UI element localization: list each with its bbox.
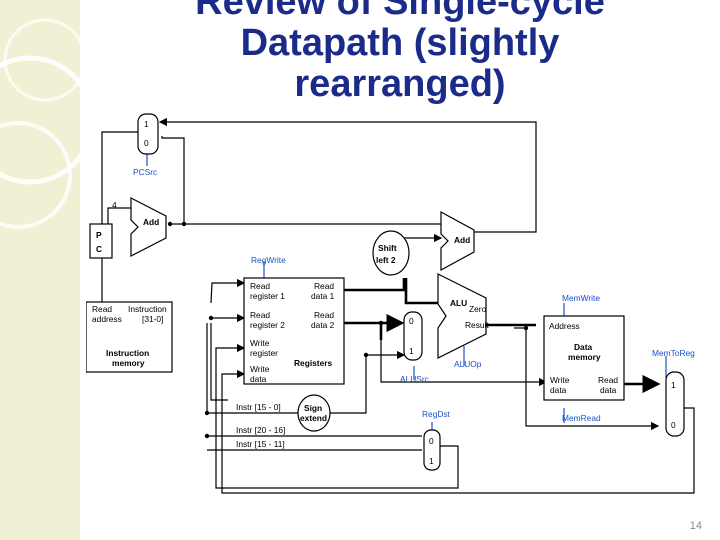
imem-instruction-2: [31-0] — [142, 314, 163, 324]
memwrite-label: MemWrite — [562, 293, 600, 303]
imem-title-2: memory — [112, 358, 145, 368]
sign-extend-label-2: extend — [300, 413, 327, 423]
shift-label-2: left 2 — [376, 255, 396, 265]
slide-title: Review of Single-cycle Datapath (slightl… — [80, 0, 720, 105]
memread-label: MemRead — [562, 413, 601, 423]
pc-adder-label: Add — [143, 217, 159, 227]
reg-rr1-1: Read — [250, 281, 270, 291]
reg-wd-1: Write — [250, 364, 270, 374]
regdst-input-0: 0 — [429, 436, 434, 446]
imem-read-address-1: Read — [92, 304, 112, 314]
alu: ALU Zero Result ALUOp — [437, 273, 489, 369]
memtoreg-input-0: 0 — [671, 420, 676, 430]
dmem-rd-2: data — [600, 385, 617, 395]
pc-label-1: P — [96, 230, 102, 240]
registers-title: Registers — [294, 358, 333, 368]
instr-rd-field: Instr [15 - 11] — [236, 439, 285, 449]
alu-label: ALU — [450, 298, 467, 308]
sign-extend: Sign extend — [297, 394, 331, 432]
alu-result: Result — [465, 320, 489, 330]
pc-adder-const: 4 — [112, 200, 117, 210]
dmem-rd-1: Read — [598, 375, 618, 385]
memtoreg-label: MemToReg — [652, 348, 695, 358]
sidebar-decoration — [0, 0, 80, 540]
reg-rd2-2: data 2 — [311, 320, 335, 330]
regwrite-label: RegWrite — [251, 255, 286, 265]
shift-label-1: Shift — [378, 243, 397, 253]
imem-read-address-2: address — [92, 314, 122, 324]
alusrc-mux-input-0: 0 — [409, 316, 414, 326]
shift-left-2: Shift left 2 — [372, 230, 410, 276]
instruction-memory: Read address Instruction [31-0] Instruct… — [86, 301, 173, 373]
alu-zero: Zero — [469, 304, 487, 314]
instr-rt-field: Instr [20 - 16] — [236, 425, 285, 435]
thin-wires — [101, 117, 695, 494]
regdst-input-1: 1 — [429, 456, 434, 466]
dmem-title-2: memory — [568, 352, 601, 362]
reg-wr-2: register — [250, 348, 278, 358]
branch-adder-label: Add — [454, 235, 470, 245]
wire-pcmux-to-pc — [101, 131, 147, 224]
decorative-arcs — [0, 18, 80, 229]
pc-mux-input-1: 1 — [144, 119, 149, 129]
page-number: 14 — [689, 520, 702, 532]
alusrc-mux-input-1: 1 — [409, 346, 414, 356]
title-line-1: Review of Single-cycle — [195, 0, 605, 23]
reg-wd-2: data — [250, 374, 267, 384]
dmem-address: Address — [549, 321, 580, 331]
reg-rr1-2: register 1 — [250, 291, 285, 301]
data-memory: MemWrite Address Data memory Write data … — [543, 293, 625, 423]
memtoreg-mux: MemToReg 1 0 — [652, 348, 695, 437]
imem-instruction-1: Instruction — [128, 304, 167, 314]
pc-mux: 1 0 PCSrc — [133, 113, 159, 177]
alusrc-label: ALUSrc — [400, 374, 429, 384]
wire-pc-to-adder — [107, 207, 131, 224]
title-line-3: rearranged) — [294, 63, 506, 105]
pc-mux-input-0: 0 — [144, 138, 149, 148]
imem-title-1: Instruction — [106, 348, 149, 358]
datapath-svg: 1 0 PCSrc P C Add 4 Shift left 2 Add Rea… — [86, 113, 695, 494]
dmem-wd-2: data — [550, 385, 567, 395]
pc-src-label: PCSrc — [133, 167, 157, 177]
pc-label-2: C — [96, 244, 102, 254]
regdst-label: RegDst — [422, 409, 451, 419]
pc-adder: Add 4 — [112, 197, 167, 257]
register-file: RegWrite Read register 1 Read data 1 Rea… — [243, 255, 345, 385]
wire-branch-to-pcmux — [158, 117, 537, 233]
datapath-diagram: 1 0 PCSrc P C Add 4 Shift left 2 Add Rea… — [86, 108, 720, 500]
reg-rd1-1: Read — [314, 281, 334, 291]
wire-junctions — [167, 221, 529, 439]
title-line-2: Datapath (slightly — [240, 22, 560, 64]
program-counter: P C — [89, 223, 113, 259]
reg-rd1-2: data 1 — [311, 291, 335, 301]
dmem-wd-1: Write — [550, 375, 570, 385]
aluop-label: ALUOp — [454, 359, 482, 369]
memtoreg-input-1: 1 — [671, 380, 676, 390]
dmem-title-1: Data — [574, 342, 592, 352]
regdst-mux: RegDst 0 1 — [422, 409, 451, 471]
sign-extend-label-1: Sign — [304, 403, 322, 413]
reg-rd2-1: Read — [314, 310, 334, 320]
alu-src-mux: 0 1 ALUSrc — [400, 311, 429, 384]
reg-wr-1: Write — [250, 338, 270, 348]
branch-adder: Add — [440, 210, 475, 272]
instr-imm-field: Instr [15 - 0] — [236, 402, 281, 412]
wire-rd1-to-alu — [336, 278, 406, 292]
reg-rr2-2: register 2 — [250, 320, 285, 330]
control-lines — [263, 261, 667, 430]
reg-rr2-1: Read — [250, 310, 270, 320]
instruction-fields: Instr [15 - 0] Instr [20 - 16] Instr [15… — [236, 402, 285, 449]
